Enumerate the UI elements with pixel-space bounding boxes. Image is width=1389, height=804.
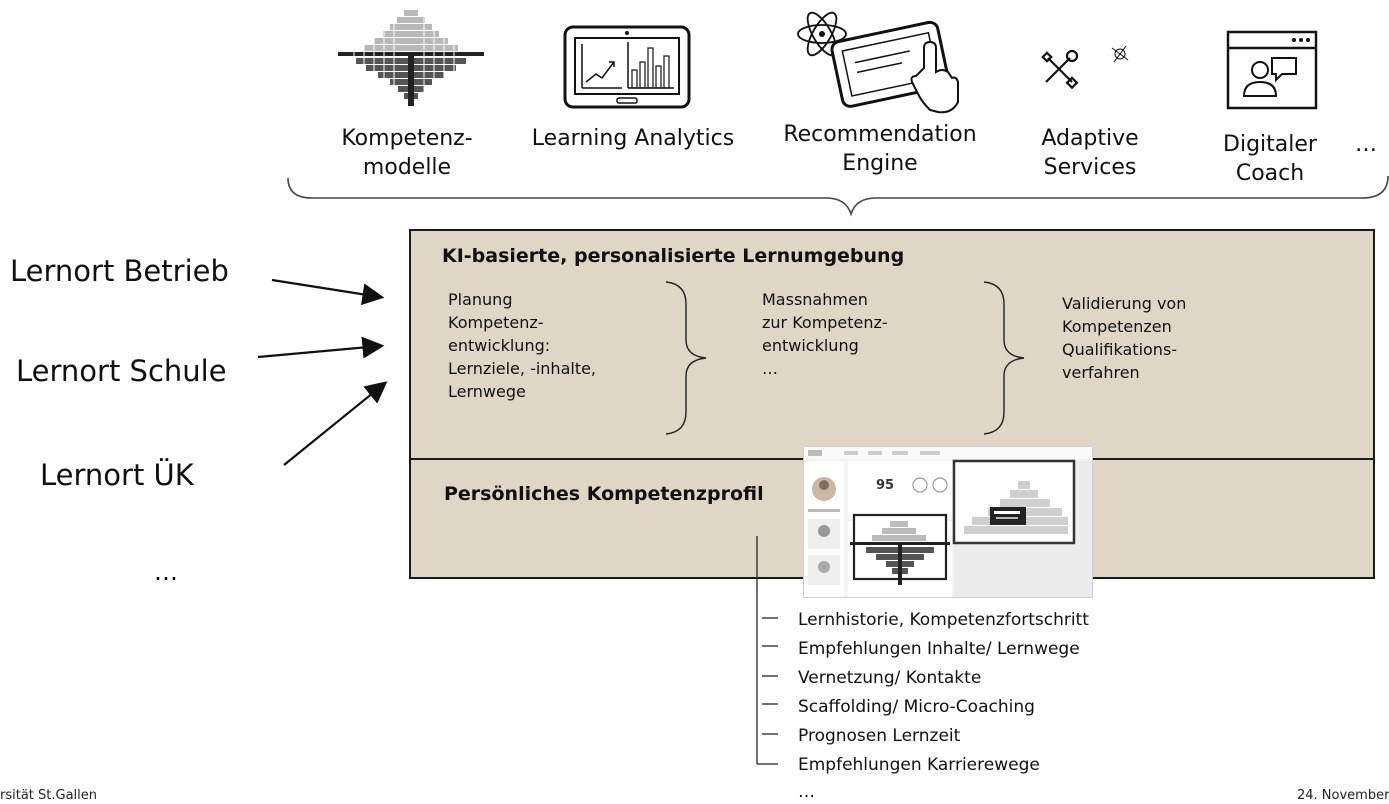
col-line: Massnahmen	[762, 290, 868, 309]
tool-label-line: Digitaler	[1223, 132, 1317, 157]
col-line: zur Kompetenz-	[762, 313, 888, 332]
tool-label-adaptive-services: Adaptive Services	[1030, 124, 1150, 182]
dashboard-score: 95	[876, 478, 894, 493]
tool-label-line: modelle	[362, 155, 452, 180]
lernort-uek: Lernort ÜK	[40, 458, 194, 492]
tool-label-line: Recommendation	[783, 122, 977, 147]
footer-right: 24. November	[1297, 788, 1389, 803]
tool-label-more: …	[1355, 132, 1377, 157]
col-line: Lernwege	[448, 382, 526, 401]
tool-label-line: Kompetenz-	[341, 126, 473, 151]
col-line: entwicklung:	[448, 336, 551, 355]
coach-window-icon	[1226, 30, 1318, 110]
col-line: Validierung von	[1062, 294, 1187, 313]
col-line: entwicklung	[762, 336, 859, 355]
col-line: verfahren	[1062, 363, 1140, 382]
environment-col-massnahmen: Massnahmen zur Kompetenz- entwicklung …	[762, 288, 942, 380]
environment-col-planung: Planung Kompetenz- entwicklung: Lernziel…	[448, 288, 628, 403]
col-line: Qualifikations-	[1062, 340, 1178, 359]
tablet-touch-icon	[792, 4, 968, 116]
lernort-betrieb: Lernort Betrieb	[10, 254, 229, 288]
lernort-schule: Lernort Schule	[16, 354, 227, 388]
tools-icon	[1040, 44, 1150, 94]
col-line: Lernziele, -inhalte,	[448, 359, 597, 378]
profile-item-prognosen: Prognosen Lernzeit	[798, 726, 961, 746]
lernort-more: …	[154, 558, 178, 586]
tool-label-kompetenzmodelle: Kompetenz- modelle	[332, 124, 482, 182]
tool-label-line: Coach	[1235, 161, 1305, 186]
tablet-chart-icon	[562, 24, 692, 110]
profile-item-karrierewege: Empfehlungen Karrierewege	[798, 755, 1040, 775]
footer-left: rsität St.Gallen	[0, 788, 98, 803]
col-line: …	[762, 359, 778, 378]
profile-title: Persönliches Kompetenzprofil	[444, 483, 764, 505]
tool-label-recommendation-engine: Recommendation Engine	[780, 120, 980, 178]
tool-label-line: Services	[1043, 155, 1137, 180]
environment-title: KI-basierte, personalisierte Lernumgebun…	[442, 245, 905, 267]
tool-label-line: Learning Analytics	[531, 126, 735, 151]
col-line: Kompetenz-	[448, 313, 544, 332]
profile-item-more: …	[798, 782, 815, 802]
environment-col-validierung: Validierung von Kompetenzen Qualifikatio…	[1062, 292, 1262, 384]
col-line: Kompetenzen	[1062, 317, 1172, 336]
profile-item-lernhistorie: Lernhistorie, Kompetenzfortschritt	[798, 610, 1089, 630]
tool-label-line: Adaptive	[1041, 126, 1139, 151]
profile-item-scaffolding: Scaffolding/ Micro-Coaching	[798, 697, 1035, 717]
col-line: Planung	[448, 290, 513, 309]
tool-label-line: Engine	[842, 151, 918, 176]
environment-box	[409, 229, 1375, 460]
tool-label-learning-analytics: Learning Analytics	[528, 124, 738, 153]
profile-item-vernetzung: Vernetzung/ Kontakte	[798, 668, 982, 688]
competence-pyramid-icon	[334, 8, 488, 108]
dashboard-screenshot: 95	[803, 446, 1093, 598]
profile-item-empfehlungen-inhalte: Empfehlungen Inhalte/ Lernwege	[798, 639, 1080, 659]
tool-label-digitaler-coach: Digitaler Coach	[1210, 130, 1330, 188]
